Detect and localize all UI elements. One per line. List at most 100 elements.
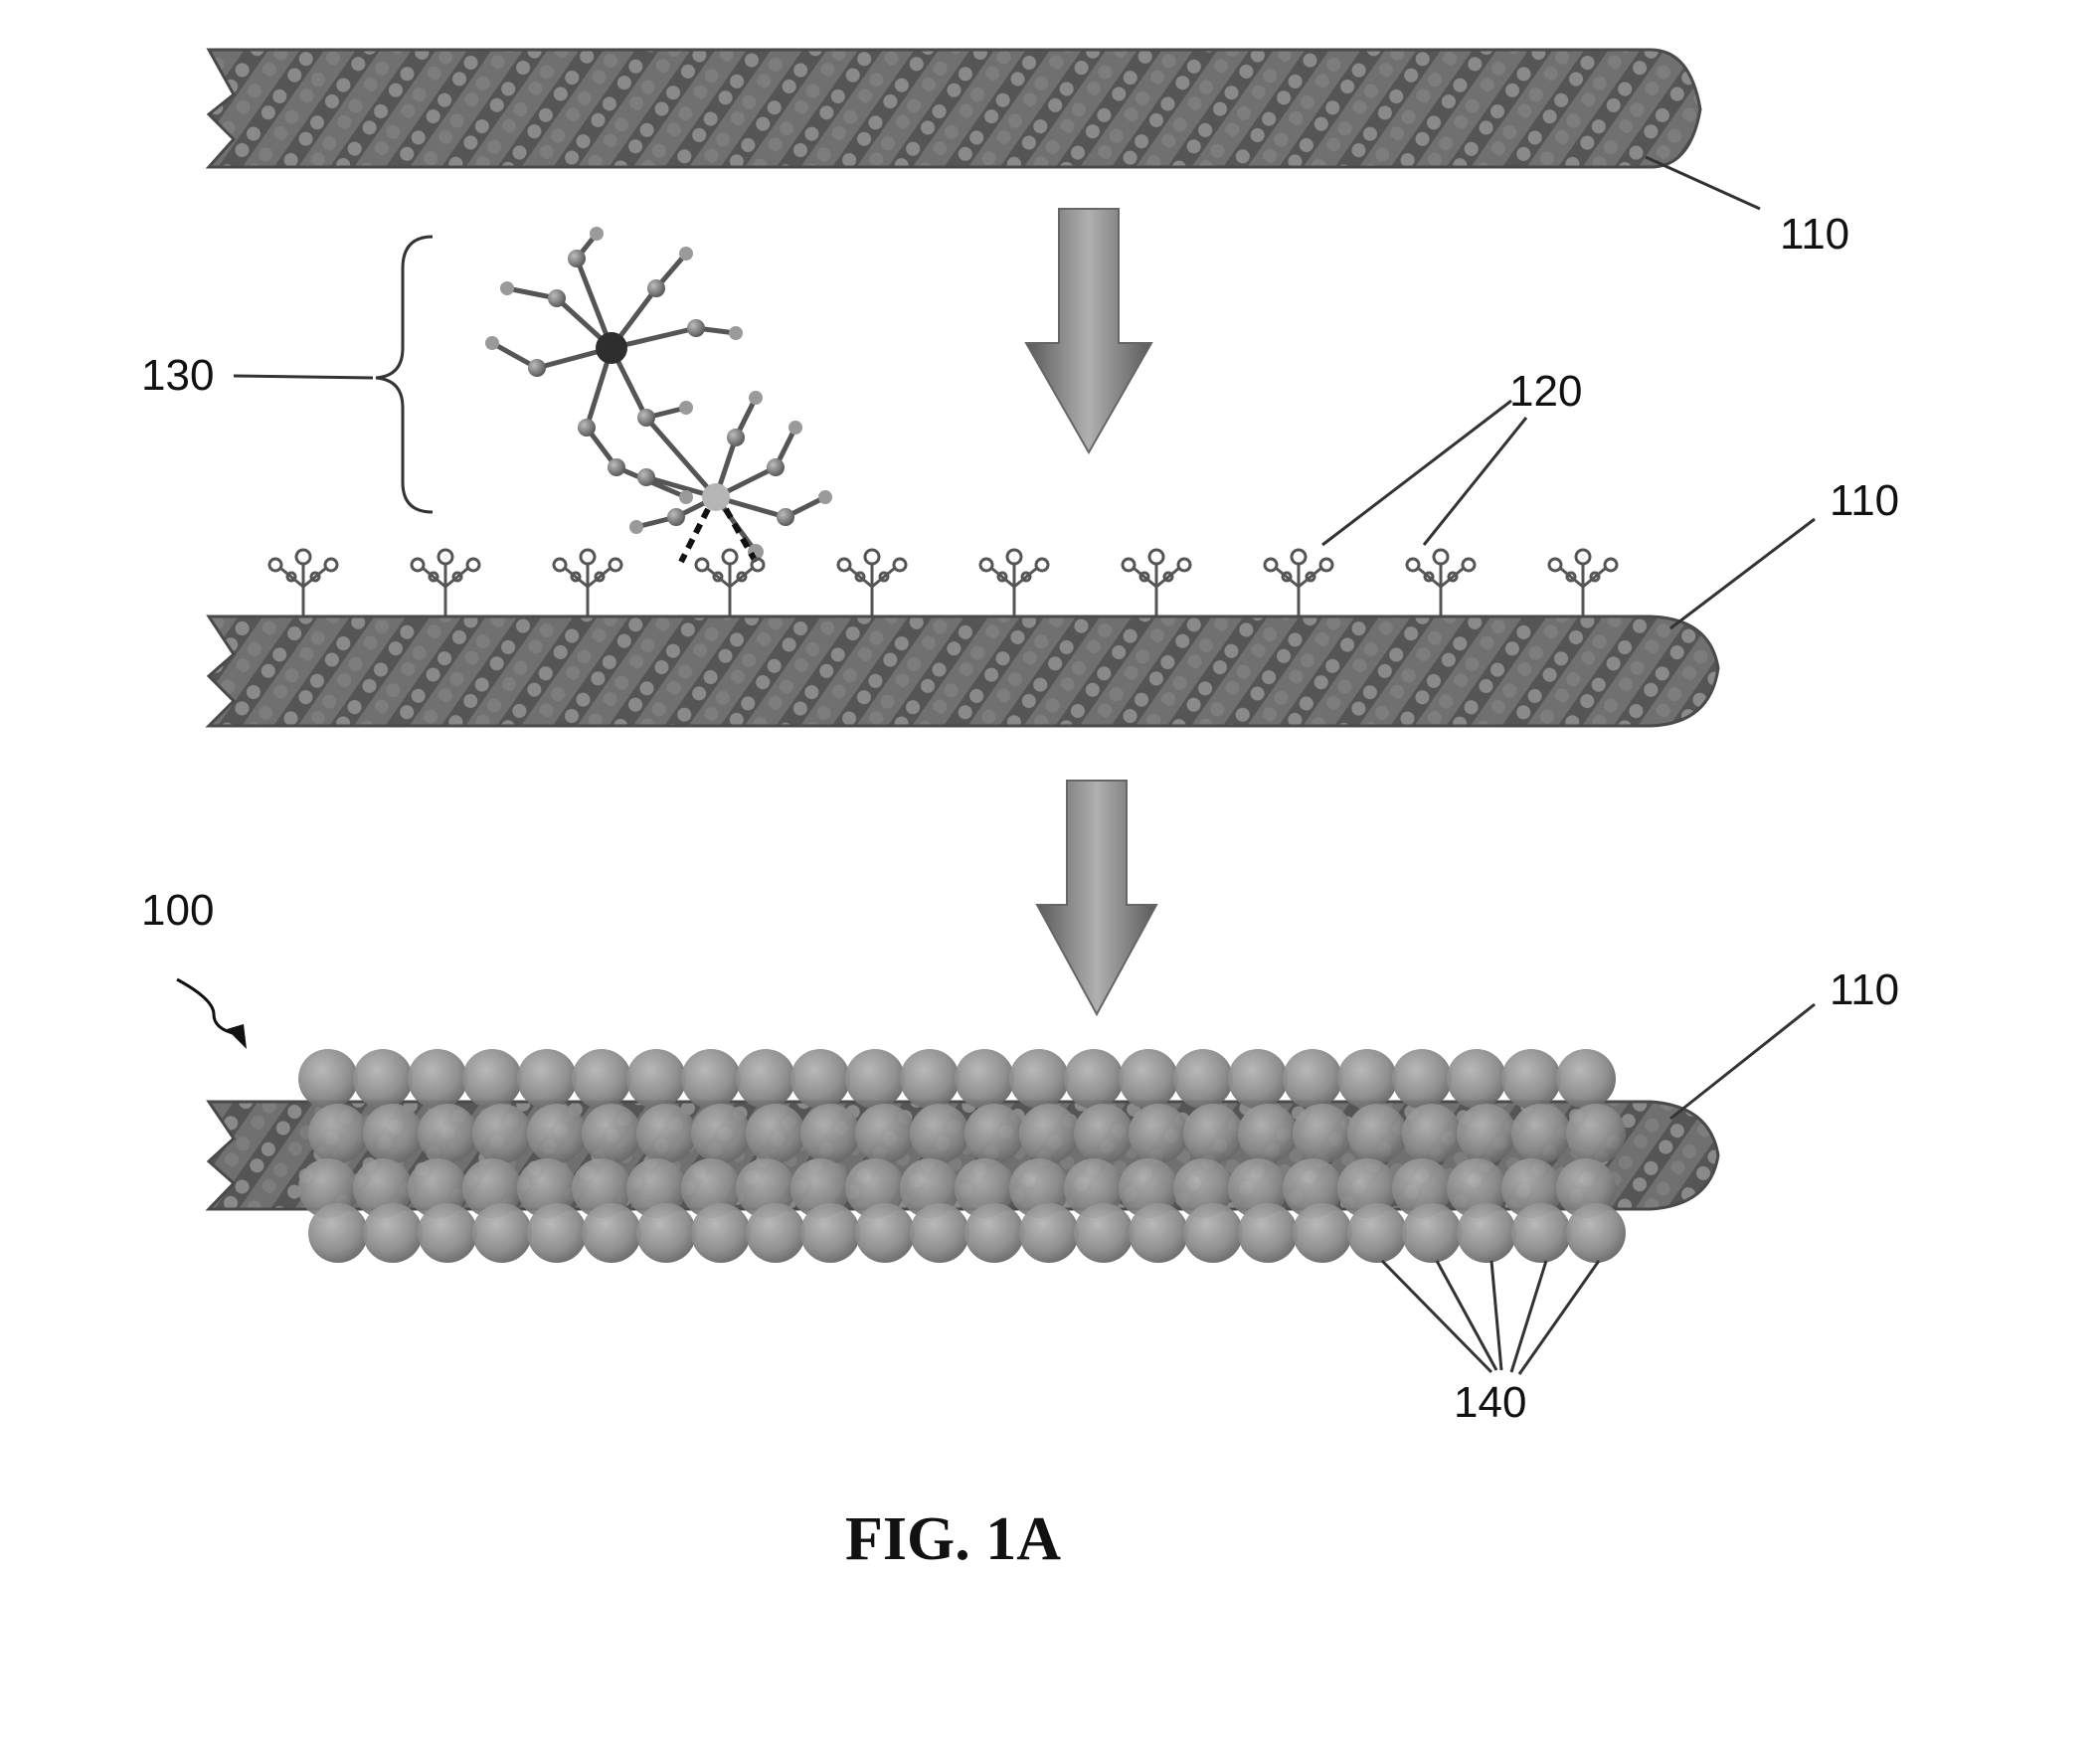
bracket-130 — [376, 237, 433, 512]
particle-sphere — [964, 1203, 1024, 1263]
particle-sphere — [527, 1203, 587, 1263]
particle-sphere — [1283, 1049, 1342, 1109]
particle-sphere — [1183, 1104, 1243, 1163]
linker-row — [269, 550, 1617, 618]
linker-molecule — [1123, 550, 1190, 618]
assembly-pointer-head — [227, 1024, 247, 1049]
particle-sphere — [1556, 1049, 1616, 1109]
particle-sphere — [1457, 1203, 1516, 1263]
particle-sphere — [1566, 1104, 1626, 1163]
particle-sphere — [636, 1203, 696, 1263]
particle-sphere — [1402, 1203, 1462, 1263]
particle-sphere — [517, 1049, 577, 1109]
linker-molecule — [696, 550, 764, 618]
precursor-atoms — [485, 227, 832, 560]
label-tube-top: 110 — [1780, 210, 1849, 259]
linker-molecule — [269, 550, 337, 618]
label-tube-middle: 110 — [1830, 476, 1899, 525]
particle-sphere — [1064, 1049, 1124, 1109]
assembly-pointer — [177, 979, 237, 1034]
particle-sphere — [363, 1203, 423, 1263]
particle-sphere — [1511, 1104, 1571, 1163]
linker-molecule — [554, 550, 621, 618]
particle-sphere — [681, 1049, 741, 1109]
particle-sphere — [964, 1104, 1024, 1163]
particle-sphere — [1293, 1104, 1352, 1163]
particle-sphere — [353, 1049, 413, 1109]
linker-molecule — [980, 550, 1048, 618]
particle-sphere — [1347, 1203, 1407, 1263]
particle-sphere — [1173, 1049, 1233, 1109]
particle-sphere — [363, 1104, 423, 1163]
particle-sphere — [1347, 1104, 1407, 1163]
particle-sphere — [1238, 1203, 1298, 1263]
particle-sphere — [582, 1203, 641, 1263]
particle-sphere — [800, 1104, 860, 1163]
particle-sphere — [1074, 1203, 1134, 1263]
particle-sphere — [845, 1049, 905, 1109]
arrow-down-1 — [1026, 209, 1151, 452]
linker-molecule — [412, 550, 479, 618]
particle-sphere — [472, 1104, 532, 1163]
particle-sphere — [1501, 1049, 1561, 1109]
particle-sphere — [691, 1104, 751, 1163]
particle-sphere — [1129, 1104, 1188, 1163]
particle-sphere — [462, 1049, 522, 1109]
particle-sphere — [746, 1104, 805, 1163]
particle-sphere — [1566, 1203, 1626, 1263]
particle-sphere — [472, 1203, 532, 1263]
particle-sphere — [1129, 1203, 1188, 1263]
particle-sphere — [1293, 1203, 1352, 1263]
particle-sphere — [298, 1049, 358, 1109]
particle-sphere — [855, 1203, 915, 1263]
particle-sphere — [418, 1104, 477, 1163]
arrow-down-2 — [1037, 781, 1156, 1014]
label-tube-bottom: 110 — [1830, 965, 1899, 1014]
particle-sphere — [910, 1104, 969, 1163]
particle-sphere — [1337, 1049, 1397, 1109]
leader-linker-b — [1424, 418, 1526, 545]
particle-sphere — [1238, 1104, 1298, 1163]
particle-sphere — [1183, 1203, 1243, 1263]
particle-sphere — [582, 1104, 641, 1163]
particle-sphere — [855, 1104, 915, 1163]
figure-caption: FIG. 1A — [845, 1505, 1061, 1573]
particle-sphere — [736, 1049, 795, 1109]
particle-sphere — [527, 1104, 587, 1163]
label-precursor-complex: 130 — [141, 351, 214, 400]
particle-sphere — [1402, 1104, 1462, 1163]
particle-sphere — [1074, 1104, 1134, 1163]
linker-molecule — [838, 550, 906, 618]
particle-sphere — [626, 1049, 686, 1109]
linker-molecule — [1549, 550, 1617, 618]
particle-sphere — [308, 1104, 368, 1163]
leader-tube-middle — [1670, 519, 1815, 628]
particle-sphere — [1457, 1104, 1516, 1163]
particle-sphere — [1228, 1049, 1288, 1109]
particle-sphere — [1511, 1203, 1571, 1263]
particle-leaders — [1382, 1261, 1599, 1374]
particle-sphere — [1119, 1049, 1178, 1109]
label-linkers: 120 — [1509, 367, 1582, 416]
particle-sphere — [746, 1203, 805, 1263]
particle-sphere — [418, 1203, 477, 1263]
particle-sphere — [955, 1049, 1014, 1109]
particle-sphere — [1009, 1049, 1069, 1109]
particle-sphere — [1019, 1203, 1079, 1263]
label-assembly: 100 — [141, 886, 214, 935]
tube-middle — [209, 616, 1718, 726]
particle-sphere — [408, 1049, 467, 1109]
linker-molecule — [1265, 550, 1332, 618]
label-particles: 140 — [1454, 1378, 1526, 1427]
particle-sphere — [790, 1049, 850, 1109]
particle-sphere — [1019, 1104, 1079, 1163]
particle-sphere — [1447, 1049, 1506, 1109]
tube-top — [209, 50, 1700, 167]
particle-sphere — [800, 1203, 860, 1263]
leader-tube-top — [1646, 157, 1760, 209]
particle-sphere — [691, 1203, 751, 1263]
particle-sphere — [910, 1203, 969, 1263]
particle-sphere — [1392, 1049, 1452, 1109]
particle-sphere — [572, 1049, 631, 1109]
